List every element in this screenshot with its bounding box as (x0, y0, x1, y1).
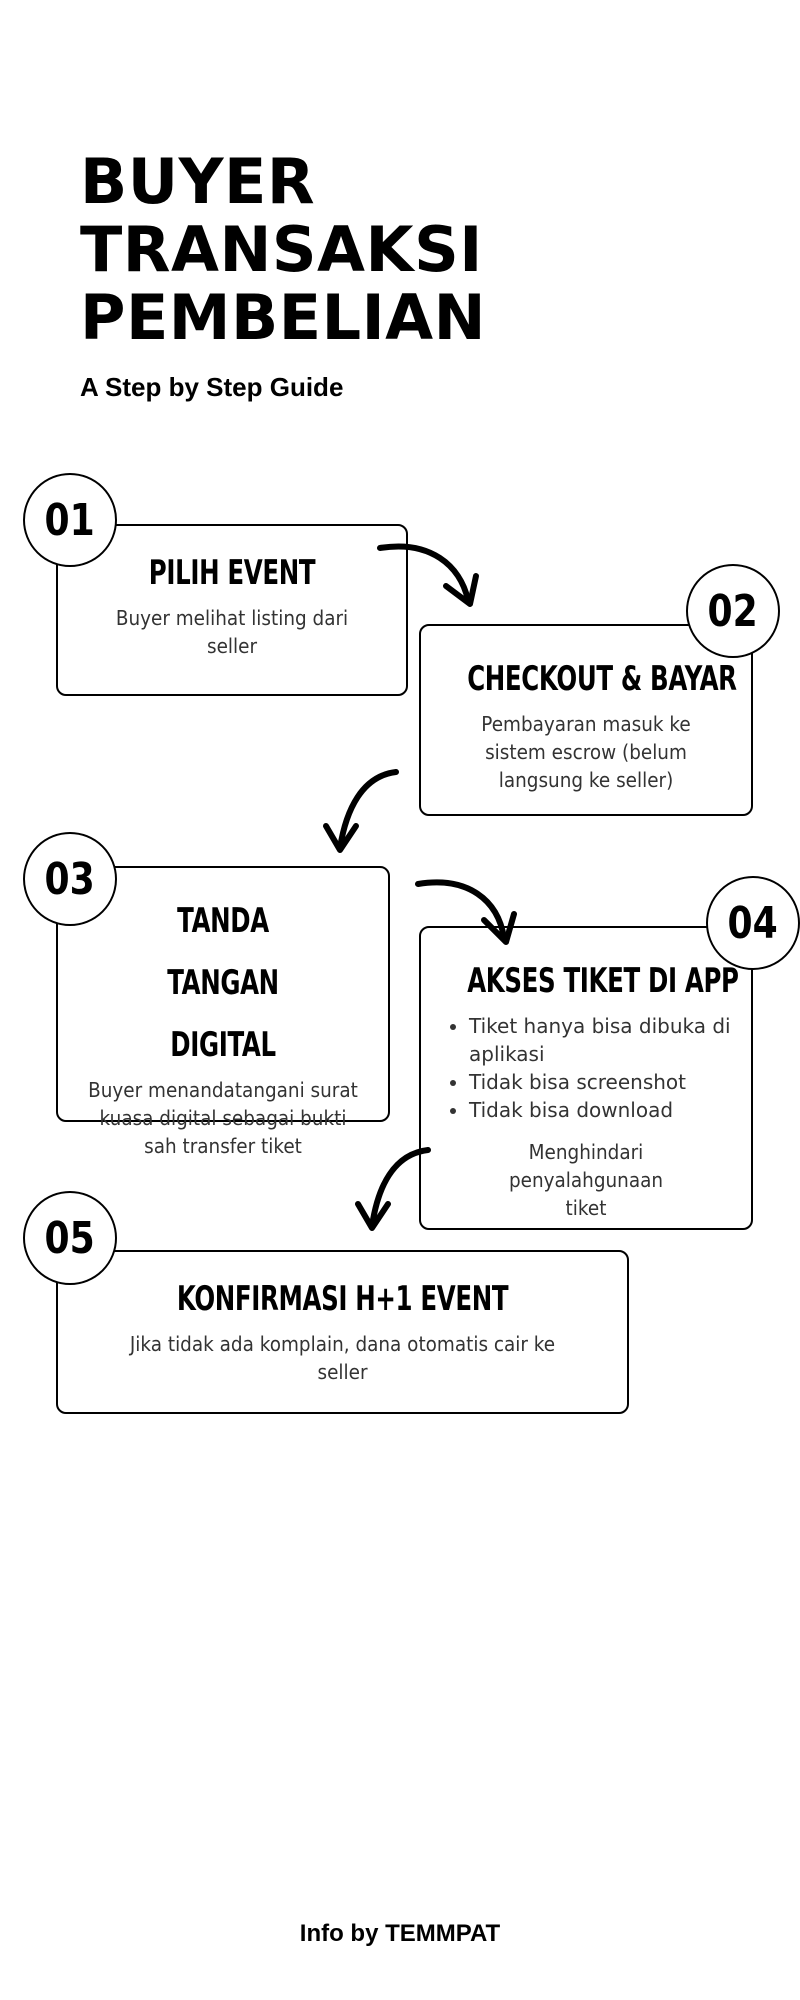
step-number: 02 (707, 585, 759, 637)
step-bullet-list: Tiket hanya bisa dibuka di aplikasi Tida… (421, 1012, 751, 1124)
arrow-shaft (369, 1147, 431, 1229)
step-number: 01 (44, 494, 96, 546)
step-title: AKSES TIKET DI APP (467, 961, 739, 1001)
title-line-2: TRANSAKSI (80, 213, 483, 286)
step-title: CHECKOUT & BAYAR (467, 659, 737, 699)
step-card-02: CHECKOUT & BAYAR Pembayaran masuk ke sis… (419, 624, 753, 816)
step-card-05: KONFIRMASI H+1 EVENT Jika tidak ada komp… (56, 1250, 629, 1414)
step-number: 04 (727, 897, 779, 949)
list-item: Tidak bisa download (469, 1096, 735, 1124)
arrow-head (481, 911, 517, 945)
list-item: Tidak bisa screenshot (469, 1068, 735, 1096)
step-title: TANDA TANGAN DIGITAL (167, 901, 279, 1065)
arrow-head (443, 573, 479, 607)
arrow-shaft (415, 879, 507, 941)
arrow-shaft (377, 543, 471, 603)
step-number: 05 (44, 1212, 96, 1264)
step-number-badge-04: 04 (706, 876, 800, 970)
step-title: KONFIRMASI H+1 EVENT (176, 1279, 509, 1319)
step-number-badge-01: 01 (23, 473, 117, 567)
footer-credit: Info by TEMMPAT (299, 1920, 501, 1947)
step-number-badge-03: 03 (23, 832, 117, 926)
step-description: Jika tidak ada komplain, dana otomatis c… (129, 1332, 556, 1384)
page-title: BUYER TRANSAKSI PEMBELIAN (80, 148, 540, 352)
step-title: PILIH EVENT (148, 553, 316, 593)
title-line-1: BUYER (80, 145, 316, 218)
step-description: Buyer menandatangani surat kuasa digital… (88, 1078, 358, 1158)
arrow-head (323, 823, 359, 853)
arrow-shaft (337, 769, 399, 851)
step-note: Menghindari penyalahgunaan tiket (508, 1140, 664, 1220)
page-subtitle: A Step by Step Guide (80, 372, 344, 402)
arrow-head (355, 1201, 391, 1231)
step-card-03: TANDA TANGAN DIGITAL Buyer menandatangan… (56, 866, 390, 1158)
step-description: Pembayaran masuk ke sistem escrow (belum… (481, 712, 691, 792)
step-number-badge-02: 02 (686, 564, 780, 658)
title-line-3: PEMBELIAN (80, 281, 487, 354)
step-card-04: AKSES TIKET DI APP Tiket hanya bisa dibu… (419, 926, 753, 1230)
step-number-badge-05: 05 (23, 1191, 117, 1285)
list-item: Tiket hanya bisa dibuka di aplikasi (469, 1012, 735, 1068)
step-number: 03 (44, 853, 96, 905)
step-description: Buyer melihat listing dari seller (115, 606, 349, 658)
step-card-01: PILIH EVENT Buyer melihat listing dari s… (56, 524, 408, 696)
